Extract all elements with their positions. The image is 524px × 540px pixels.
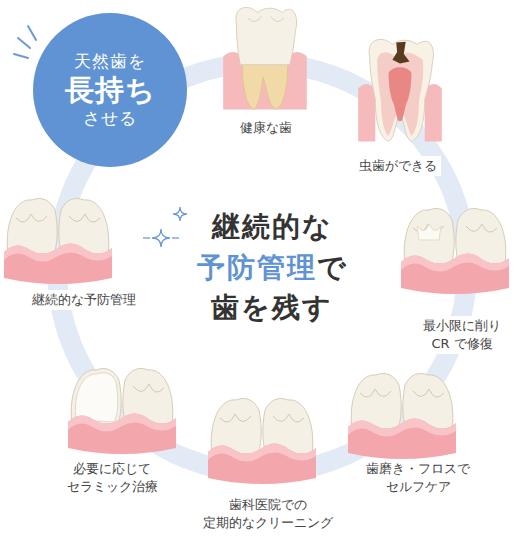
cusp — [413, 389, 444, 397]
gum — [401, 253, 509, 294]
stage-label: 継続的な予防管理 — [28, 290, 140, 310]
crown — [236, 7, 297, 64]
cusp — [273, 414, 304, 422]
cusp — [220, 414, 251, 422]
decor-stroke — [28, 26, 36, 40]
molar-pair — [4, 198, 112, 284]
sparkle — [152, 229, 170, 247]
title-accent: 予防管理 — [197, 251, 317, 284]
decor-strokes — [14, 26, 36, 58]
stage-label: 必要に応じて セラミック治療 — [63, 459, 162, 497]
stage-label: 虫歯ができる — [355, 156, 441, 176]
label-line: 最小限に削り — [423, 317, 501, 335]
gum — [348, 418, 456, 459]
cusp — [248, 16, 284, 21]
gum-edge — [208, 443, 316, 461]
cusp — [69, 214, 100, 222]
label-line: 虫歯ができる — [359, 157, 437, 175]
label-line: 歯科医院での — [203, 496, 333, 514]
dentin — [377, 52, 423, 136]
circle-text: 天然歯を 長持ち させる — [65, 51, 156, 130]
label-line: 定期的なクリーニング — [203, 514, 333, 532]
circle-text-line: させる — [65, 108, 156, 129]
sparkle — [173, 207, 187, 221]
decor-stroke — [14, 54, 28, 58]
gum-edge — [348, 418, 456, 436]
cusp — [16, 214, 47, 222]
label-line: 歯磨き・フロスで — [366, 460, 470, 478]
cusp — [360, 389, 391, 397]
caries-tooth — [358, 39, 442, 141]
gum-edge — [4, 243, 112, 261]
molar-pair — [68, 368, 176, 454]
title-line: 予防管理で — [197, 248, 348, 289]
molar-pair — [208, 398, 316, 484]
label-line: 必要に応じて — [67, 460, 158, 478]
circle-text-line: 天然歯を — [65, 51, 156, 72]
restoration — [417, 224, 441, 240]
gum — [208, 443, 316, 484]
ceramic — [75, 373, 117, 422]
title-line: 歯を残す — [197, 288, 348, 329]
root — [242, 62, 288, 110]
healthy-tooth — [223, 7, 307, 109]
stage-label: 健康な歯 — [236, 118, 296, 138]
gum-edge — [401, 253, 509, 271]
label-line: 継続的な予防管理 — [32, 291, 136, 309]
label-line: CR で修復 — [423, 335, 501, 353]
decor-stroke — [18, 38, 30, 48]
sparkle-dash — [172, 237, 179, 238]
molar-pair — [348, 373, 456, 459]
pulp — [389, 67, 412, 121]
cusp — [466, 224, 497, 232]
cusp — [133, 384, 164, 392]
stage-label: 歯磨き・フロスで セルフケア — [362, 459, 474, 497]
label-line: セラミック治療 — [67, 478, 158, 496]
molar-pair — [401, 208, 509, 294]
title-rest: で — [317, 251, 348, 284]
gum-edge — [68, 413, 176, 431]
circle-text-line: 長持ち — [65, 72, 156, 108]
gum — [4, 243, 112, 284]
stage-label: 最小限に削り CR で修復 — [419, 316, 505, 354]
gum — [68, 413, 176, 454]
center-title: 継続的な 予防管理で 歯を残す — [197, 207, 348, 329]
label-line: 健康な歯 — [240, 119, 292, 137]
enamel — [369, 39, 433, 141]
circle-fill — [33, 13, 187, 167]
label-line: セルフケア — [366, 478, 470, 496]
caries — [392, 42, 409, 64]
goal-circle: 天然歯を 長持ち させる — [32, 12, 188, 168]
sparkle-dash — [143, 237, 150, 238]
title-line: 継続的な — [197, 207, 348, 248]
stage-label: 歯科医院での 定期的なクリーニング — [199, 495, 337, 533]
